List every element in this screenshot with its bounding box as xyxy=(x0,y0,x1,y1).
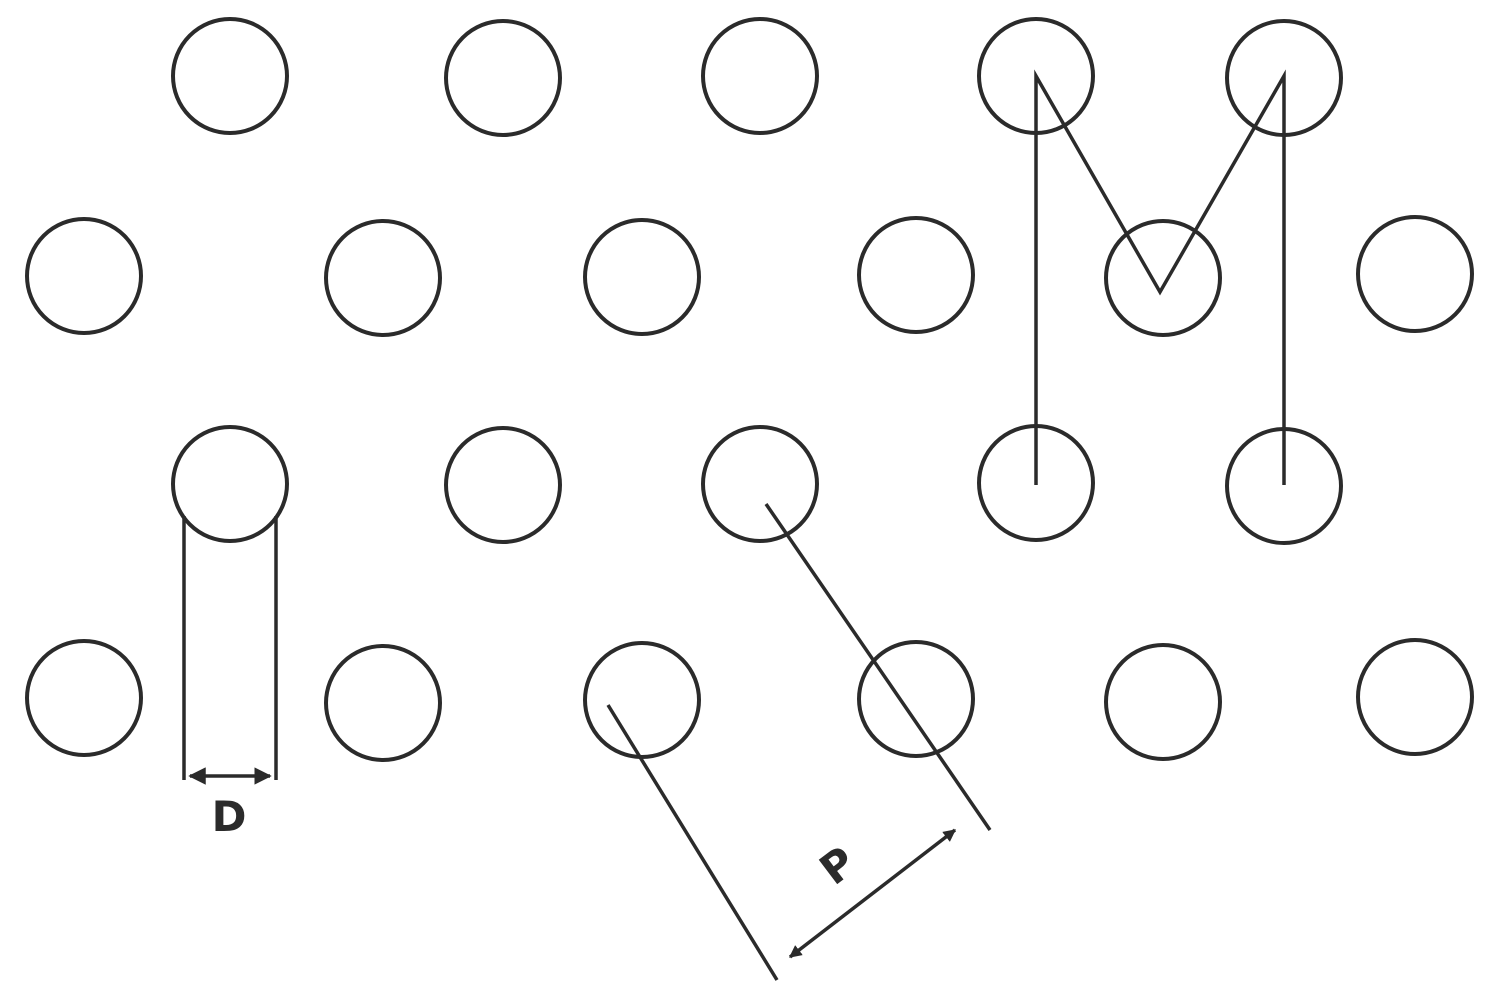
pitch-label: P xyxy=(811,837,865,895)
hole xyxy=(583,641,701,759)
hole xyxy=(857,216,975,334)
hole xyxy=(1356,638,1474,756)
hole xyxy=(25,217,143,335)
hole xyxy=(1104,219,1222,337)
hole xyxy=(25,639,143,757)
pitch-arrow xyxy=(788,828,957,959)
diameter-label: D xyxy=(212,792,247,841)
hole xyxy=(583,218,701,336)
hole xyxy=(444,426,562,544)
hole xyxy=(171,17,289,135)
hole xyxy=(857,640,975,758)
hole xyxy=(701,17,819,135)
hole xyxy=(171,425,289,543)
hole xyxy=(324,219,442,337)
pattern-outline xyxy=(1034,69,1286,485)
pitch-extension-line-right xyxy=(764,503,992,831)
hole xyxy=(1104,643,1222,761)
hole xyxy=(701,425,819,543)
hole xyxy=(1356,215,1474,333)
hole xyxy=(324,644,442,762)
hole xyxy=(444,19,562,137)
pitch-extension-line-left xyxy=(606,704,779,981)
